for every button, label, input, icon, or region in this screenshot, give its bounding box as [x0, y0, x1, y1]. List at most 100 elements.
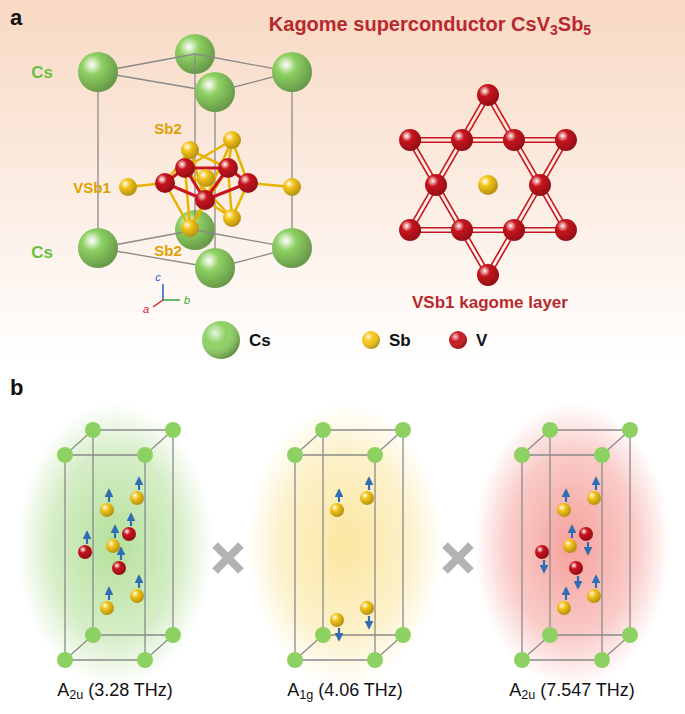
atom-sphere [195, 248, 235, 288]
cs-atom [85, 627, 101, 643]
cs-atom [367, 652, 383, 668]
bond-line [93, 634, 173, 635]
cs-atom [622, 422, 638, 438]
atom-sphere [119, 178, 137, 196]
bond-line [153, 300, 163, 307]
bond-line [93, 429, 173, 430]
atom-sphere [223, 131, 241, 149]
atom-sphere [223, 209, 241, 227]
bond-line [163, 299, 180, 301]
axis-triad [153, 284, 180, 307]
displacement-arrow [108, 490, 110, 502]
atom-sphere [451, 219, 473, 241]
bond-line [522, 659, 602, 660]
displacement-arrow [338, 490, 340, 502]
bond-line [410, 227, 566, 229]
displacement-arrow [138, 478, 140, 490]
bond-line [294, 455, 295, 660]
atom-sphere [478, 175, 498, 195]
cs-atom [594, 652, 610, 668]
atom-sphere [503, 129, 525, 151]
bond-line [291, 72, 292, 248]
legend-swatch [362, 331, 380, 349]
bond-line [92, 430, 93, 635]
bond-line [295, 659, 375, 660]
atom-sphere [130, 589, 144, 603]
bond-line [486, 139, 564, 274]
legend-swatch-box [448, 330, 468, 350]
bond-line [412, 139, 490, 274]
cs-atom [542, 627, 558, 643]
legend-text: V [476, 332, 487, 349]
displacement-arrow [565, 588, 567, 600]
bond-line [162, 284, 164, 300]
atom-sphere [360, 491, 374, 505]
atom-sphere [555, 219, 577, 241]
bond-line [215, 545, 241, 571]
atom-label: Sb2 [154, 243, 182, 258]
bond-line [490, 141, 568, 276]
atom-sphere [360, 601, 374, 615]
legend-swatch [202, 321, 240, 359]
bond-line [215, 545, 241, 571]
atom-sphere [283, 178, 301, 196]
unit-cell [78, 34, 312, 288]
atom-sphere [529, 174, 551, 196]
atom-sphere [112, 561, 126, 575]
bond-line [323, 429, 403, 430]
legend-swatch-box [201, 320, 241, 360]
mode-panel: A2u (7.547 THz) [472, 405, 672, 705]
panel-letter: a [10, 7, 22, 29]
displacement-arrow [565, 490, 567, 502]
bond-line [410, 231, 566, 233]
mode-caption: A1g (4.06 THz) [287, 681, 403, 701]
atom-sphere [477, 84, 499, 106]
atom-sphere [122, 527, 136, 541]
bond-line [408, 141, 486, 276]
atom-label: Sb2 [154, 121, 182, 136]
bond-line [322, 430, 323, 635]
atom-sphere [175, 158, 195, 178]
cs-atom [137, 447, 153, 463]
bond-line [550, 634, 630, 635]
bond-line [486, 96, 564, 231]
atom-label: Cs [31, 244, 53, 261]
atom-sphere [155, 173, 175, 193]
displacement-arrow [595, 576, 597, 588]
atom-sphere [587, 491, 601, 505]
displacement-arrow [108, 588, 110, 600]
legend-text: Sb [389, 332, 411, 349]
bond-line [402, 430, 403, 635]
mode-panel: A1g (4.06 THz) [245, 405, 445, 705]
cs-atom [287, 652, 303, 668]
displacement-arrow [577, 576, 579, 588]
atom-sphere [555, 129, 577, 151]
swatch-shading [202, 321, 240, 359]
mode-panel: A2u (3.28 THz) [15, 405, 215, 705]
bond-line [64, 455, 65, 660]
legend-swatch-box [361, 330, 381, 350]
cs-atom [594, 447, 610, 463]
panel-letter: b [10, 377, 23, 399]
displacement-arrow [595, 478, 597, 490]
atom-sphere [78, 545, 92, 559]
atom-sphere [100, 601, 114, 615]
cs-atom [165, 422, 181, 438]
atom-sphere [330, 613, 344, 627]
atom-sphere [477, 264, 499, 286]
atom-label: VSb1 [73, 180, 111, 195]
cs-atom [315, 627, 331, 643]
multiply-sign [215, 545, 241, 571]
displacement-arrow [543, 560, 545, 572]
bond-line [65, 454, 145, 455]
atom-sphere [272, 228, 312, 268]
bond-line [65, 659, 145, 660]
bond-line [410, 141, 566, 143]
atom-sphere [106, 539, 120, 553]
mode-glow [472, 405, 672, 705]
displacement-arrow [138, 576, 140, 588]
cs-atom [395, 627, 411, 643]
displacement-arrow [114, 526, 116, 538]
atom-sphere [130, 491, 144, 505]
